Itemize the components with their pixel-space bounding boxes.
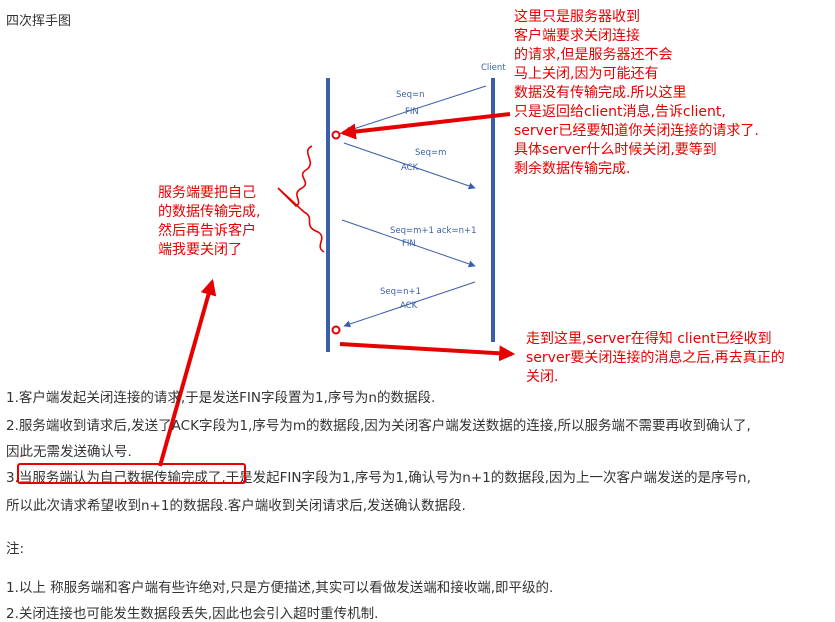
note-line-1: 1.以上 称服务端和客户端有些许绝对,只是方便描述,其实可以看做发送端和接收端,… (6, 580, 554, 596)
msg4-arrow (343, 281, 476, 328)
annotation-line: 具体server什么时候关闭,要等到 (514, 142, 717, 158)
msg2-seq: Seq=m (415, 148, 446, 158)
annotation-line: 的数据传输完成, (158, 204, 261, 220)
msg3-seq: Seq=m+1 ack=n+1 (390, 226, 477, 236)
annotation-line: server已经要知道你关闭连接的请求了. (514, 123, 759, 139)
msg3-flag: FIN (402, 239, 416, 249)
client-label: Client (481, 63, 506, 73)
annotation-bottom-right: 走到这里,server在得知 client已经收到 server要关闭连接的消息… (526, 330, 785, 387)
annotation-line: 客户端要求关闭连接 (514, 28, 640, 44)
annotation-line: 然后再告诉客户 (158, 223, 256, 239)
msg1-arrow (343, 85, 487, 134)
body-line-2: 2.服务端收到请求后,发送了ACK字段为1,序号为m的数据段,因为关闭客户端发送… (6, 418, 751, 434)
annotation-line: 关闭. (526, 369, 559, 385)
annotation-line: 马上关闭,因为可能还有 (514, 66, 659, 82)
annotation-line: 的请求,但是服务器还不会 (514, 47, 673, 63)
msg1-flag: FIN (405, 107, 419, 117)
annotation-arrow-top (339, 112, 511, 140)
note-line-2: 2.关闭连接也可能发生数据段丢失,因此也会引入超时重传机制. (6, 606, 379, 622)
annotation-line: 这里只是服务器收到 (514, 9, 640, 25)
annotation-top-right: 这里只是服务器收到 客户端要求关闭连接 的请求,但是服务器还不会 马上关闭,因为… (514, 8, 759, 179)
annotation-line: 只是返回给client消息,告诉client, (514, 104, 726, 120)
msg3-arrow (341, 219, 476, 268)
body-line-1: 1.客户端发起关闭连接的请求,于是发送FIN字段置为1,序号为n的数据段. (6, 390, 436, 406)
page-title: 四次挥手图 (6, 14, 72, 29)
annotation-line: 服务端要把自己 (158, 185, 256, 201)
red-marker-bottom (331, 325, 341, 335)
msg1-seq: Seq=n (396, 90, 425, 100)
red-marker-top (331, 130, 341, 140)
msg2-flag: ACK (401, 163, 419, 173)
body-line-3: 因此无需发送确认号. (6, 444, 132, 460)
annotation-line: 端我要关闭了 (158, 242, 242, 258)
annotation-brace (277, 145, 325, 253)
body-line-5: 所以此次请求希望收到n+1的数据段.客户端收到关闭请求后,发送确认数据段. (6, 498, 466, 514)
msg4-seq: Seq=n+1 (380, 287, 421, 297)
annotation-line: server要关闭连接的消息之后,再去真正的 (526, 350, 785, 366)
msg2-arrow (343, 142, 476, 190)
annotation-arrow-bottom (339, 342, 516, 362)
note-label: 注: (6, 541, 25, 557)
msg4-flag: ACK (400, 301, 418, 311)
annotation-line: 走到这里,server在得知 client已经收到 (526, 331, 772, 347)
annotation-line: 数据没有传输完成.所以这里 (514, 85, 687, 101)
annotation-line: 剩余数据传输完成. (514, 161, 631, 177)
highlight-box (17, 463, 246, 484)
annotation-left: 服务端要把自己 的数据传输完成, 然后再告诉客户 端我要关闭了 (158, 184, 260, 260)
annotation-arrow-highlight (158, 278, 217, 467)
